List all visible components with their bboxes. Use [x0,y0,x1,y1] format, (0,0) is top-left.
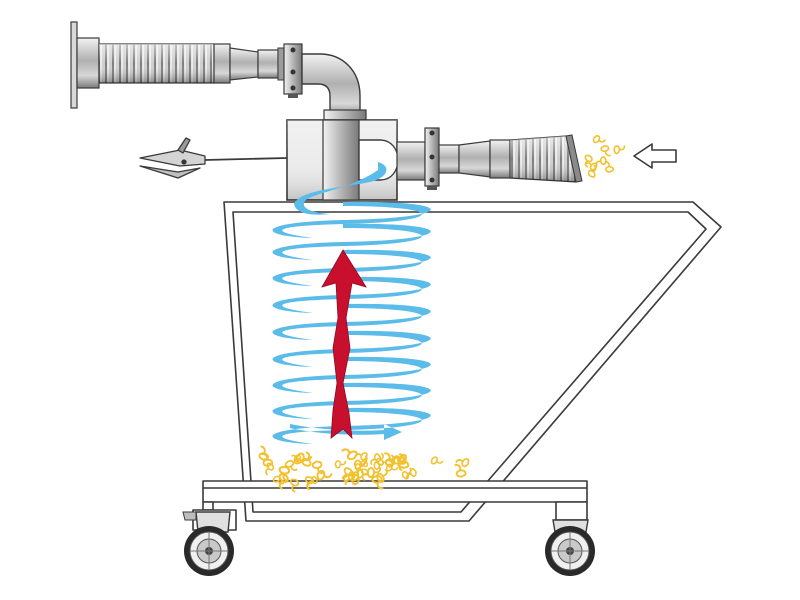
chip-icon [584,162,598,171]
chip-icon [455,458,470,468]
chip-icon [587,164,597,178]
chip-icon [265,462,275,476]
chip-intake-icon [584,135,626,178]
chip-icon [397,453,410,469]
chip-icon [600,145,611,157]
chip-icon [376,468,388,483]
intake-arrow-icon [633,143,677,169]
chip-icon [373,460,385,470]
chip-icon [344,473,360,486]
chip-icon [430,456,444,465]
chip-icon [301,451,312,467]
outlet-hose-icon [70,21,285,109]
elbow-pipe-icon [283,43,367,121]
exhaust-flow-arrow-icon [321,249,367,440]
chip-icon [406,468,417,480]
castor-wheel-icon [182,511,234,576]
chip-icon [592,135,606,144]
chip-icon [316,469,333,481]
chip-icon [334,460,347,469]
chip-icon [272,475,285,485]
chip-icon [341,448,358,461]
inlet-hose-icon [396,127,583,190]
chip-icon [370,453,382,465]
chip-icon [284,460,298,471]
cyclone-head-icon [286,119,399,201]
chip-icon [613,145,626,155]
collection-bin-icon [223,201,722,522]
chip-icon [385,463,399,472]
ground-clamp-icon [139,137,288,179]
chip-icon [604,161,615,173]
spiral-air-flow-icon [272,162,431,444]
chip-icon [278,473,289,490]
chip-icon [307,475,318,487]
castor-wheel-icon [545,519,595,576]
chip-pile-icon [258,445,470,493]
chip-icon [291,454,302,465]
chip-icon [353,459,368,470]
chip-icon [289,478,300,493]
chip-icon [258,445,269,461]
chip-icon [366,467,382,479]
chip-icon [371,474,384,490]
chip-icon [454,463,467,478]
